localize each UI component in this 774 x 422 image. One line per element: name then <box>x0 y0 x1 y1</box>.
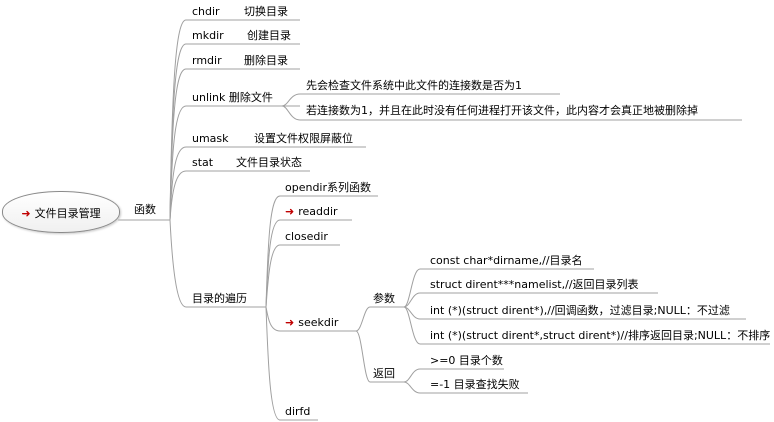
red-arrow-icon: ➜ <box>285 316 295 329</box>
connector-unlink-note2 <box>281 105 742 121</box>
func-umask-desc: 设置文件权限屏蔽位 <box>254 132 353 145</box>
seekdir-params-node[interactable]: 参数 <box>373 292 395 305</box>
connector-chdir <box>169 19 300 221</box>
red-arrow-icon: ➜ <box>21 207 31 220</box>
param-1[interactable]: const char*dirname,//目录名 <box>430 254 583 267</box>
connector-return-2 <box>403 381 528 394</box>
functions-node[interactable]: 函数 <box>134 203 156 216</box>
root-node[interactable]: ➜文件目录管理 <box>2 191 120 233</box>
connector-dirfd <box>265 306 318 421</box>
traverse-readdir[interactable]: ➜readdir <box>285 205 338 218</box>
root-label: 文件目录管理 <box>34 207 101 220</box>
connector-readdir <box>265 219 352 308</box>
readdir-label: readdir <box>298 205 338 218</box>
connector-return <box>355 330 404 383</box>
connector-closedir <box>265 244 340 308</box>
connector-traverse <box>169 219 266 308</box>
unlink-note-2[interactable]: 若连接数为1，并且在此时没有任何进程打开该文件，此内容才会真正地被删除掉 <box>306 104 698 117</box>
return-2[interactable]: =-1 目录查找失败 <box>430 378 520 391</box>
connector-param-1 <box>403 268 594 308</box>
unlink-note-1[interactable]: 先会检查文件系统中此文件的连接数是否为1 <box>306 79 522 92</box>
seekdir-return-node[interactable]: 返回 <box>373 367 395 380</box>
connector-param-4 <box>403 306 770 345</box>
connector-umask <box>169 146 366 221</box>
param-3[interactable]: int (*)(struct dirent*),//回调函数，过滤目录;NULL… <box>430 304 730 317</box>
param-4[interactable]: int (*)(struct dirent*,struct dirent*)//… <box>430 329 771 342</box>
func-mkdir[interactable]: mkdir <box>192 29 224 42</box>
func-chdir[interactable]: chdir <box>192 5 220 18</box>
return-1[interactable]: >=0 目录个数 <box>430 354 503 367</box>
func-stat-desc: 文件目录状态 <box>236 156 302 169</box>
connector-param-2 <box>403 292 658 308</box>
traverse-dirfd[interactable]: dirfd <box>285 405 311 418</box>
func-rmdir-desc: 删除目录 <box>244 54 288 67</box>
red-arrow-icon: ➜ <box>285 205 295 218</box>
func-stat[interactable]: stat <box>192 156 214 169</box>
traverse-node[interactable]: 目录的遍历 <box>192 292 247 305</box>
connector-params <box>355 306 404 332</box>
param-2[interactable]: struct dirent***namelist,//返回目录列表 <box>430 278 639 291</box>
connector-return-1 <box>403 368 504 383</box>
traverse-opendir[interactable]: opendir系列函数 <box>285 181 372 194</box>
traverse-seekdir[interactable]: ➜seekdir <box>285 316 338 329</box>
func-umask[interactable]: umask <box>192 132 229 145</box>
func-unlink-name: unlink <box>192 91 226 104</box>
connector-unlink-note1 <box>281 93 560 107</box>
connector-unlink <box>169 105 300 221</box>
func-chdir-desc: 切换目录 <box>244 5 288 18</box>
traverse-closedir[interactable]: closedir <box>285 230 328 243</box>
func-mkdir-desc: 创建目录 <box>247 29 291 42</box>
func-unlink[interactable]: unlink 删除文件 <box>192 91 273 104</box>
seekdir-label: seekdir <box>298 316 339 329</box>
func-unlink-desc: 删除文件 <box>228 91 273 104</box>
connector-stat <box>169 170 310 221</box>
connector-seekdir <box>265 306 356 332</box>
func-rmdir[interactable]: rmdir <box>192 54 222 67</box>
